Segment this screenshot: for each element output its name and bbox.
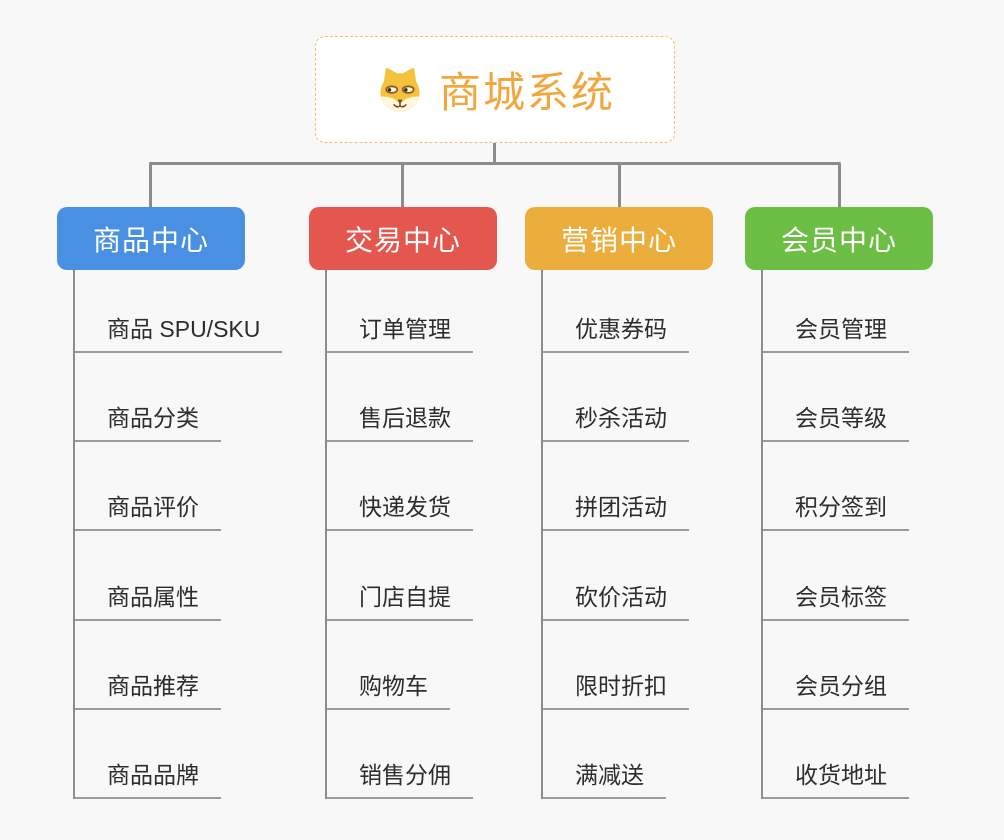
leaf-node[interactable]: 购物车 [327, 671, 450, 710]
connector-stub-product-center [149, 164, 152, 207]
branch-label: 营销中心 [560, 224, 677, 256]
connector-root-stub [493, 143, 496, 164]
leaf-node[interactable]: 商品品牌 [75, 760, 221, 799]
dog-face-icon [375, 66, 425, 114]
leaf-node[interactable]: 拼团活动 [543, 492, 689, 531]
leaf-node[interactable]: 会员管理 [763, 314, 909, 353]
leaf-node[interactable]: 销售分佣 [327, 760, 473, 799]
leaf-node[interactable]: 订单管理 [327, 314, 473, 353]
branch-box-member-center[interactable]: 会员中心 [745, 207, 933, 270]
connector-stub-transaction-center [401, 164, 404, 207]
branch-label: 商品中心 [92, 224, 209, 256]
root-node[interactable]: 商城系统 [315, 36, 675, 143]
leaf-node[interactable]: 积分签到 [763, 492, 909, 531]
leaf-node[interactable]: 商品推荐 [75, 671, 221, 710]
leaf-node[interactable]: 商品 SPU/SKU [75, 314, 283, 353]
leaf-node[interactable]: 收货地址 [763, 760, 909, 799]
leaf-node[interactable]: 会员分组 [763, 671, 909, 710]
leaf-node[interactable]: 会员标签 [763, 582, 909, 621]
root-title: 商城系统 [438, 69, 615, 116]
leaf-node[interactable]: 商品评价 [75, 492, 221, 531]
leaf-node[interactable]: 秒杀活动 [543, 403, 689, 442]
leaf-node[interactable]: 售后退款 [327, 403, 473, 442]
branch-box-product-center[interactable]: 商品中心 [57, 207, 245, 270]
leaf-node[interactable]: 快递发货 [327, 492, 473, 531]
connector-stub-member-center [838, 164, 841, 207]
branch-box-transaction-center[interactable]: 交易中心 [309, 207, 497, 270]
branch-children-member-center: 会员管理 会员等级 积分签到 会员标签 会员分组 收货地址 [761, 270, 909, 799]
leaf-node[interactable]: 满减送 [543, 760, 666, 799]
leaf-node[interactable]: 商品分类 [75, 403, 221, 442]
leaf-node[interactable]: 砍价活动 [543, 582, 689, 621]
branch-children-marketing-center: 优惠券码 秒杀活动 拼团活动 砍价活动 限时折扣 满减送 [541, 270, 689, 799]
branch-children-transaction-center: 订单管理 售后退款 快递发货 门店自提 购物车 销售分佣 [325, 270, 473, 799]
leaf-node[interactable]: 商品属性 [75, 582, 221, 621]
connector-rail [149, 162, 841, 165]
connector-stub-marketing-center [618, 164, 621, 207]
leaf-node[interactable]: 限时折扣 [543, 671, 689, 710]
leaf-node[interactable]: 会员等级 [763, 403, 909, 442]
branch-label: 交易中心 [344, 224, 461, 256]
leaf-node[interactable]: 优惠券码 [543, 314, 689, 353]
branch-box-marketing-center[interactable]: 营销中心 [525, 207, 713, 270]
leaf-node[interactable]: 门店自提 [327, 582, 473, 621]
branch-label: 会员中心 [780, 224, 897, 256]
branch-children-product-center: 商品 SPU/SKU 商品分类 商品评价 商品属性 商品推荐 商品品牌 [73, 270, 283, 799]
